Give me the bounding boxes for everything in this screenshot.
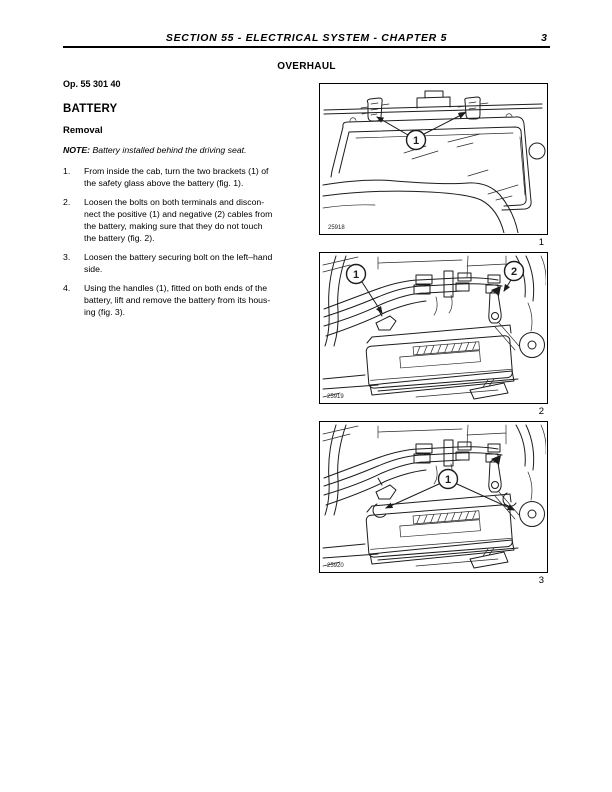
- callout-1-label: 1: [413, 135, 419, 147]
- section-title: OVERHAUL: [277, 61, 336, 72]
- callout-1-badge: [405, 129, 427, 151]
- photo-code: 25920: [327, 563, 344, 569]
- body-text-column: Op. 55 301 40 BATTERY Removal NOTE: Batt…: [63, 79, 297, 325]
- page-number: 3: [541, 32, 547, 44]
- header-rule: [63, 46, 550, 48]
- figure-1-frame: 1 25918: [319, 83, 548, 235]
- step-1: 1. From inside the cab, turn the two bra…: [63, 165, 297, 189]
- step-text: Loosen the bolts on both terminals and d…: [84, 197, 273, 243]
- battery-cables-illustration: 1 2 25919: [322, 255, 546, 400]
- step-number: 4.: [63, 283, 71, 293]
- callout-1-label: 1: [445, 474, 451, 486]
- callout-1-badge: [345, 263, 367, 285]
- note-prefix: NOTE:: [63, 145, 91, 155]
- operation-code: Op. 55 301 40: [63, 79, 121, 89]
- note-line: NOTE: Battery installed behind the drivi…: [63, 144, 297, 156]
- figure-3-frame: 1 25920: [319, 421, 548, 573]
- page-header: SECTION 55 - ELECTRICAL SYSTEM - CHAPTER…: [63, 32, 550, 48]
- figure-3-caption: 3: [538, 575, 544, 586]
- note-text: Battery installed behind the driving sea…: [92, 145, 247, 155]
- battery-removal-illustration: 1 25920: [322, 424, 546, 569]
- step-4: 4. Using the handles (1), fitted on both…: [63, 282, 297, 318]
- photo-code: 25919: [327, 394, 344, 400]
- figure-2-frame: 1 2 25919: [319, 252, 548, 404]
- callout-2-label: 2: [511, 266, 517, 278]
- step-number: 3.: [63, 252, 71, 262]
- step-text: Loosen the battery securing bolt on the …: [84, 252, 273, 274]
- photo-code: 25918: [328, 225, 345, 231]
- step-number: 2.: [63, 197, 71, 207]
- removal-subheading: Removal: [63, 125, 103, 136]
- step-text: Using the handles (1), fitted on both en…: [84, 283, 271, 317]
- callout-2-badge: [503, 260, 525, 282]
- figure-2-caption: 2: [538, 406, 544, 417]
- step-3: 3. Loosen the battery securing bolt on t…: [63, 251, 297, 275]
- battery-heading: BATTERY: [63, 103, 118, 115]
- step-text: From inside the cab, turn the two bracke…: [84, 166, 269, 188]
- callout-1-label: 1: [353, 269, 359, 281]
- figure-3-battery-removal: 1 25920 3: [319, 421, 548, 586]
- figure-2-battery-cables: 1 2 25919 2: [319, 252, 548, 417]
- figure-1-caption: 1: [538, 237, 544, 248]
- header-title: SECTION 55 - ELECTRICAL SYSTEM - CHAPTER…: [165, 32, 448, 44]
- figure-1-safety-glass: 1 25918 1: [319, 83, 548, 248]
- step-2: 2. Loosen the bolts on both terminals an…: [63, 196, 297, 244]
- step-number: 1.: [63, 166, 71, 176]
- safety-glass-illustration: 1 25918: [322, 90, 546, 233]
- callout-1-badge: [437, 468, 459, 490]
